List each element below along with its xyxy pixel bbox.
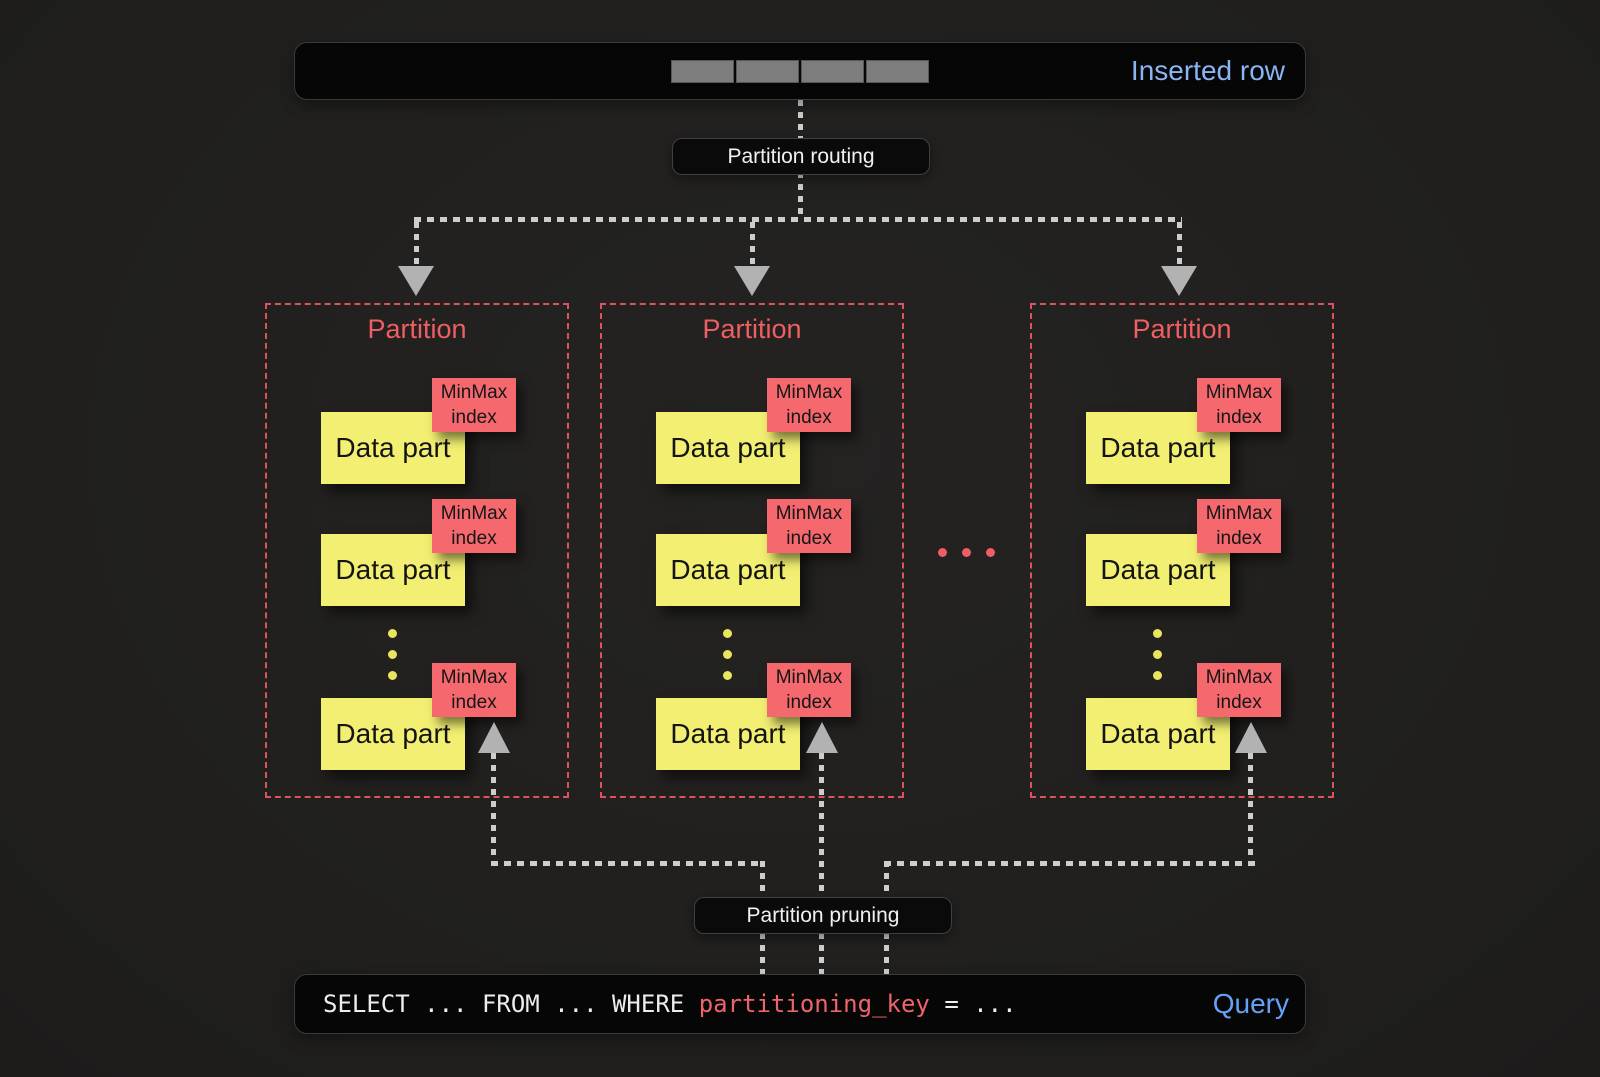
partition-routing-label: Partition routing — [672, 138, 930, 175]
pruning-shaft-partition-2 — [819, 753, 824, 974]
minmax-index-box: MinMax index — [767, 378, 851, 432]
data-part-box: Data part — [1086, 412, 1230, 484]
more-parts-dot — [388, 650, 397, 659]
sql-suffix: = ... — [929, 990, 1017, 1018]
sql-prefix: SELECT ... FROM ... WHERE — [323, 990, 699, 1018]
arrow-up-icon — [806, 722, 838, 753]
partition-box-3: Partition MinMax index Data part MinMax … — [1030, 303, 1334, 798]
partition-box-2: Partition MinMax index Data part MinMax … — [600, 303, 904, 798]
pruning-connector-right — [884, 861, 1255, 866]
more-parts-dot — [1153, 671, 1162, 680]
routing-line-horizontal — [414, 217, 1182, 222]
partition-pruning-text: Partition pruning — [746, 903, 900, 927]
more-parts-dot — [388, 671, 397, 680]
data-part-box: Data part — [321, 698, 465, 770]
minmax-index-box: MinMax index — [767, 499, 851, 553]
arrow-down-icon — [1161, 266, 1197, 296]
partitioning-key-token: partitioning_key — [698, 990, 930, 1018]
more-partitions-ellipsis-dot — [938, 548, 947, 557]
inserted-row-cells — [671, 60, 929, 83]
inserted-row-label: Inserted row — [1130, 55, 1285, 86]
pruning-connector-left — [491, 861, 765, 866]
query-bar: SELECT ... FROM ... WHERE partitioning_k… — [294, 974, 1306, 1034]
query-sql-text: SELECT ... FROM ... WHERE partitioning_k… — [323, 975, 1017, 1033]
minmax-index-box: MinMax index — [432, 499, 516, 553]
row-cell — [801, 60, 864, 83]
minmax-index-box: MinMax index — [1197, 663, 1281, 717]
more-parts-dot — [723, 671, 732, 680]
minmax-index-box: MinMax index — [1197, 499, 1281, 553]
minmax-index-box: MinMax index — [432, 663, 516, 717]
more-parts-dot — [723, 629, 732, 638]
query-label: Query — [1212, 988, 1289, 1019]
partition-title: Partition — [367, 314, 467, 344]
partition-routing-text: Partition routing — [727, 144, 875, 168]
row-cell — [866, 60, 929, 83]
inserted-row-bar: Inserted row — [294, 42, 1306, 100]
minmax-index-box: MinMax index — [767, 663, 851, 717]
arrow-up-icon — [478, 722, 510, 753]
more-parts-dot — [1153, 629, 1162, 638]
partition-pruning-label: Partition pruning — [694, 897, 952, 934]
pruning-shaft-partition-1 — [491, 753, 496, 866]
more-partitions-ellipsis-dot — [986, 548, 995, 557]
minmax-index-box: MinMax index — [1197, 378, 1281, 432]
row-cell — [671, 60, 734, 83]
more-parts-dot — [723, 650, 732, 659]
partition-title: Partition — [1132, 314, 1232, 344]
pruning-shaft-partition-3 — [1248, 753, 1253, 866]
arrow-shaft-to-partition-2 — [750, 222, 755, 266]
arrow-shaft-to-partition-1 — [414, 222, 419, 266]
more-parts-dot — [1153, 650, 1162, 659]
arrow-up-icon — [1235, 722, 1267, 753]
more-parts-dot — [388, 629, 397, 638]
partition-title: Partition — [702, 314, 802, 344]
more-partitions-ellipsis-dot — [962, 548, 971, 557]
arrow-down-icon — [734, 266, 770, 296]
row-cell — [736, 60, 799, 83]
partition-box-1: Partition MinMax index Data part MinMax … — [265, 303, 569, 798]
arrow-down-icon — [398, 266, 434, 296]
minmax-index-box: MinMax index — [432, 378, 516, 432]
arrow-shaft-to-partition-3 — [1177, 222, 1182, 266]
